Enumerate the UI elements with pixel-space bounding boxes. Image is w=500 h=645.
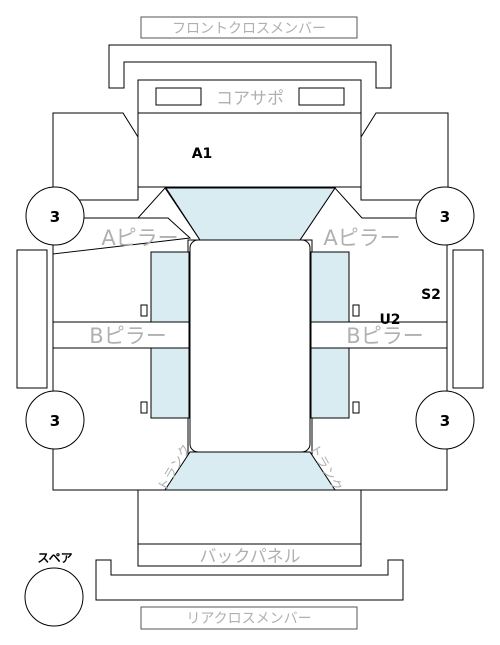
bonnet	[137, 112, 362, 188]
trunk-lid	[137, 489, 362, 545]
tire-front-right[interactable]	[415, 186, 475, 246]
rear-cross-member	[95, 559, 404, 601]
core-support-label: コアサポ	[216, 89, 284, 109]
tire-rear-right[interactable]	[415, 390, 475, 450]
rear-cross-member-label-box	[140, 606, 358, 630]
right-front-door-handle	[352, 304, 360, 317]
back-panel	[137, 543, 362, 567]
front-cross-member	[108, 44, 392, 89]
tire-rear-right-value: 3	[440, 412, 450, 430]
left-front-door-handle	[140, 304, 148, 317]
tire-rear-left-value: 3	[50, 412, 60, 430]
back-panel-label: バックパネル	[199, 547, 300, 567]
front-cross-member-label: フロントクロスメンバー	[172, 21, 326, 37]
right-front-window	[310, 251, 350, 323]
b-pillar-right-label: Bピラー	[346, 324, 423, 348]
left-rear-door-handle	[140, 401, 148, 414]
right-door-code: U2	[379, 312, 400, 328]
right-side-sill	[452, 249, 484, 389]
core-support-left-lamp	[155, 87, 202, 106]
right-rear-window	[310, 347, 350, 419]
a-pillar-left-label: Aピラー	[101, 226, 178, 250]
tire-front-left[interactable]	[25, 186, 85, 246]
left-side-sill	[16, 249, 48, 389]
right-side-upper-code: S2	[421, 287, 441, 303]
spare-label: スペア	[37, 551, 72, 565]
front-left-fender	[52, 112, 139, 201]
b-pillar-left-label: Bピラー	[89, 324, 166, 348]
left-front-window	[150, 251, 190, 323]
core-support-right-lamp	[298, 87, 345, 106]
roof	[189, 239, 311, 453]
right-rear-door-handle	[352, 401, 360, 414]
rear-cross-member-label: リアクロスメンバー	[186, 611, 311, 627]
b-pillar-right	[310, 321, 448, 349]
tire-front-left-value: 3	[50, 208, 60, 226]
tire-rear-left[interactable]	[25, 390, 85, 450]
spare-tire[interactable]	[24, 567, 84, 627]
rear-window	[164, 451, 336, 491]
front-right-fender	[360, 112, 449, 201]
bonnet-code: A1	[192, 146, 213, 162]
a-pillar-right-label: Aピラー	[323, 226, 400, 250]
tire-front-right-value: 3	[440, 208, 450, 226]
b-pillar-left	[52, 321, 190, 349]
front-cross-member-label-box	[140, 16, 358, 39]
left-rear-window	[150, 347, 190, 419]
